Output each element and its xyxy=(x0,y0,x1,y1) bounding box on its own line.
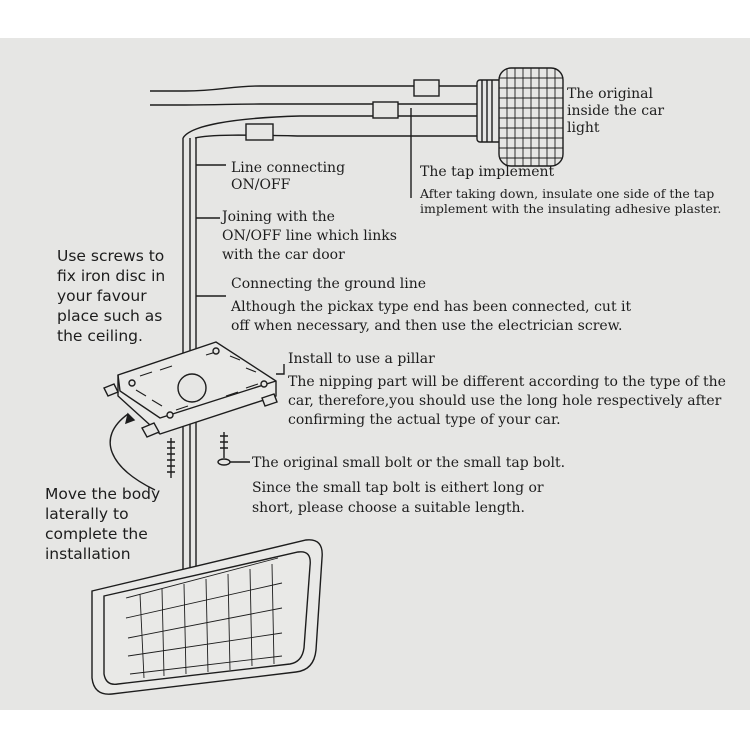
label-bolt: The original small bolt or the small tap… xyxy=(252,455,566,471)
label-move-line2: laterally to xyxy=(45,505,129,523)
move-arrow xyxy=(109,413,156,491)
label-joining: Joining with the ON/OFF line which links… xyxy=(222,208,397,265)
label-line-onoff-line2: ON/OFF xyxy=(231,177,291,193)
wiring-diagram xyxy=(91,67,564,695)
note-bolt-line2: short, please choose a suitable length. xyxy=(252,500,525,516)
label-screws-line1: Use screws to xyxy=(57,247,165,265)
label-move-line1: Move the body xyxy=(45,485,161,503)
lamp-bottom-grid xyxy=(125,557,283,679)
plate-center-hole xyxy=(177,373,207,403)
note-bolt-line1: Since the small tap bolt is eithert long… xyxy=(252,480,544,496)
label-tap-implement: The tap implement xyxy=(420,164,555,180)
label-move-line4: installation xyxy=(45,545,131,563)
label-screws: Use screws to fix iron disc in your favo… xyxy=(57,246,165,346)
note-tap-implement: After taking down, insulate one side of … xyxy=(420,186,721,216)
wire-second xyxy=(150,103,480,106)
note-pillar-line3: confirming the actual type of your car. xyxy=(288,412,561,428)
label-screws-line4: place such as xyxy=(57,307,163,325)
label-screws-line3: your favour xyxy=(57,287,147,305)
note-pillar-line1: The nipping part will be different accor… xyxy=(288,374,726,390)
label-original-light-line1: The original xyxy=(567,86,653,102)
label-original-light: The original inside the car light xyxy=(567,86,664,137)
label-original-light-line3: light xyxy=(567,120,600,136)
note-pillar: The nipping part will be different accor… xyxy=(288,373,726,430)
label-joining-line3: with the car door xyxy=(222,247,345,263)
connector-lower xyxy=(245,123,274,141)
label-original-light-line2: inside the car xyxy=(567,103,665,119)
bolt-left xyxy=(167,438,175,478)
wire-top xyxy=(150,85,480,92)
note-tap-implement-line1: After taking down, insulate one side of … xyxy=(420,186,715,201)
connector-middle xyxy=(372,101,399,119)
label-line-onoff-line1: Line connecting xyxy=(231,160,346,176)
label-joining-line2: ON/OFF line which links xyxy=(222,228,397,244)
connector-top xyxy=(413,79,440,97)
instruction-sheet: The original inside the car light The ta… xyxy=(0,38,750,710)
lamp-connector-body xyxy=(476,79,502,143)
label-ground: Connecting the ground line xyxy=(231,276,426,292)
label-screws-line2: fix iron disc in xyxy=(57,267,166,285)
wire-third xyxy=(182,115,480,139)
note-ground-line1: Although the pickax type end has been co… xyxy=(231,299,632,315)
note-pillar-line2: car, therefore,you should use the long h… xyxy=(288,393,722,409)
leader-pillar xyxy=(276,364,285,375)
note-ground-line2: off when necessary, and then use the ele… xyxy=(231,318,623,334)
label-line-onoff: Line connecting ON/OFF xyxy=(231,160,345,194)
label-pillar: Install to use a pillar xyxy=(288,351,435,367)
bolt-right xyxy=(220,432,228,458)
label-screws-line5: the ceiling. xyxy=(57,327,143,345)
label-move: Move the body laterally to complete the … xyxy=(45,484,160,564)
note-tap-implement-line2: implement with the insulating adhesive p… xyxy=(420,201,722,216)
label-move-line3: complete the xyxy=(45,525,148,543)
note-bolt: Since the small tap bolt is eithert long… xyxy=(252,478,544,518)
label-joining-line1: Joining with the xyxy=(222,209,335,225)
note-ground: Although the pickax type end has been co… xyxy=(231,298,631,336)
wire-fourth xyxy=(194,134,480,139)
